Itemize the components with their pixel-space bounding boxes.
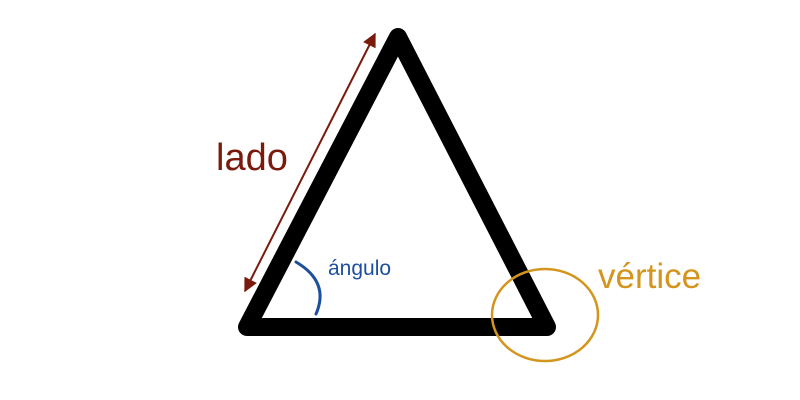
vertex-label: vértice xyxy=(598,257,701,296)
triangle-outline xyxy=(238,28,556,336)
angle-arc xyxy=(294,260,322,316)
side-arrow xyxy=(244,32,376,293)
side-label: lado xyxy=(216,137,288,179)
angle-label: ángulo xyxy=(328,257,391,280)
vertex-circle xyxy=(490,267,600,363)
